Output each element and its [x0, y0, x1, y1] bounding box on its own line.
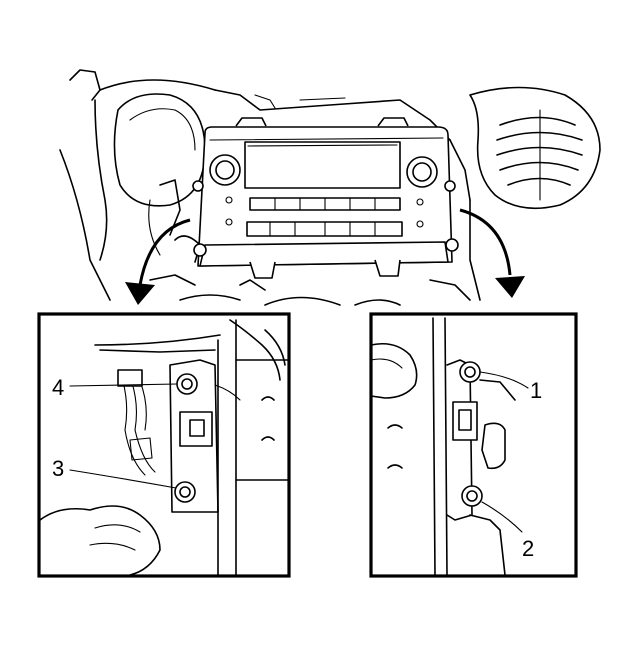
radio-head-unit: [192, 117, 459, 279]
bolt-2: [461, 485, 483, 507]
right-detail-inset: [369, 312, 578, 578]
left-detail-inset: [37, 312, 291, 578]
callout-4: 4: [52, 375, 64, 400]
bolt-1: [459, 361, 481, 383]
right-pointer-arrow: [459, 208, 525, 298]
dashboard-background: [59, 69, 601, 306]
bolt-3: [174, 481, 196, 503]
callout-1: 1: [530, 378, 542, 403]
left-volume-knob: [209, 154, 241, 186]
left-pointer-arrow: [125, 218, 191, 305]
callout-2: 2: [522, 536, 534, 561]
callout-3: 3: [52, 456, 64, 481]
right-tune-knob: [406, 156, 438, 188]
bolt-4: [176, 373, 198, 395]
